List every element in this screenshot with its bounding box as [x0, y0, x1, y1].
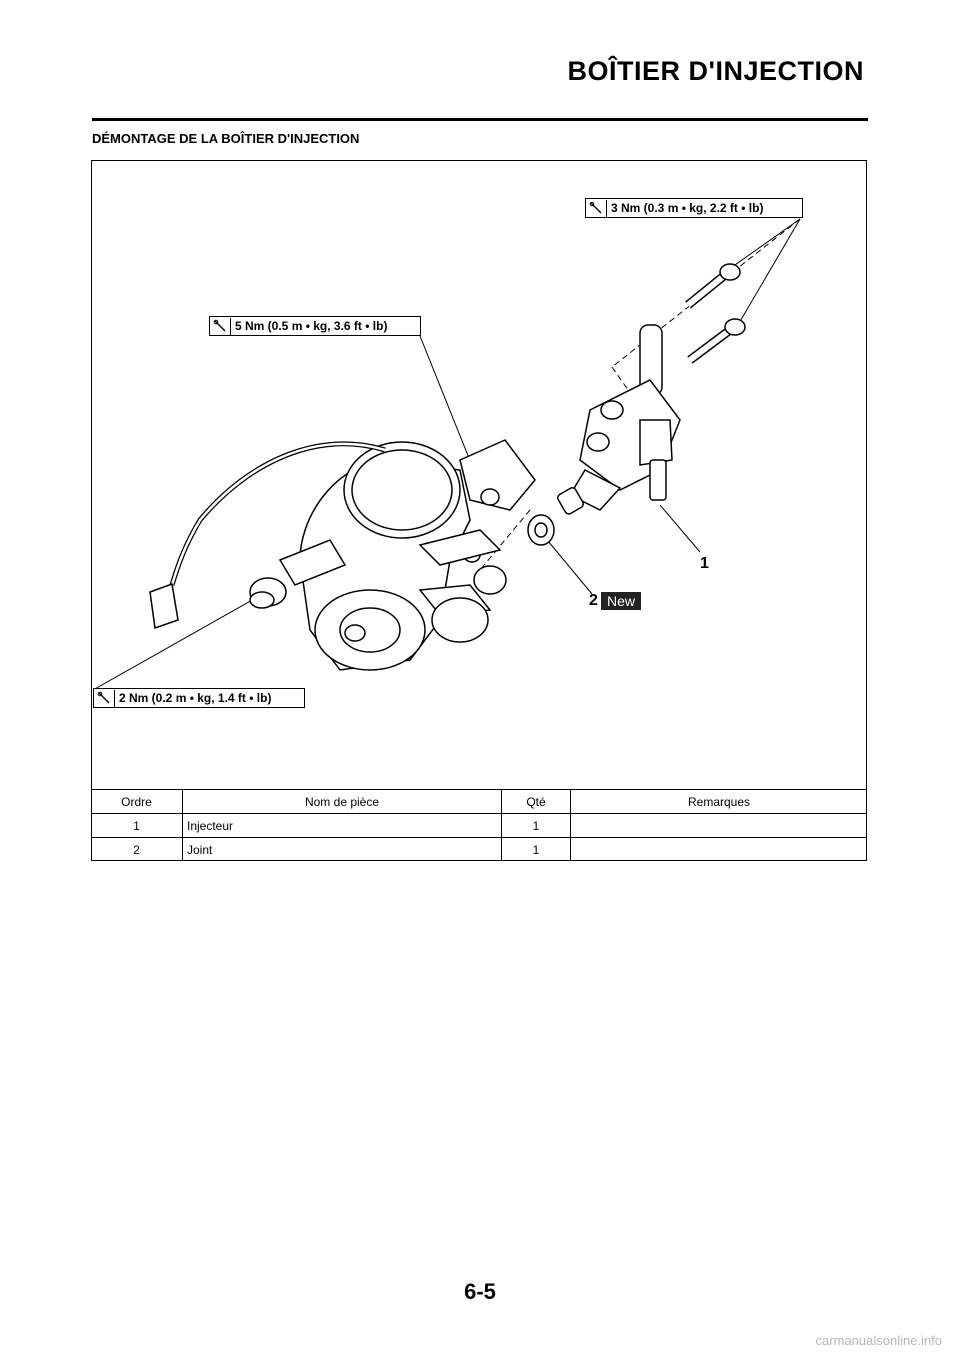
torque-value: 3 Nm (0.3 m • kg, 2.2 ft • lb) — [611, 201, 764, 215]
column-header-name: Nom de pièce — [182, 789, 502, 814]
column-header-qty: Qté — [501, 789, 571, 814]
torque-wrench-icon — [586, 199, 607, 217]
cell-remarks — [570, 837, 867, 861]
table-row: 1 Injecteur 1 — [91, 813, 867, 838]
torque-wrench-icon — [210, 317, 231, 335]
cell-qty: 1 — [501, 837, 571, 861]
torque-spec-box: 2 Nm (0.2 m • kg, 1.4 ft • lb) — [93, 688, 305, 708]
cell-qty: 1 — [501, 813, 571, 838]
throttle-body-illustration — [92, 218, 801, 691]
cell-remarks — [570, 813, 867, 838]
table-header-row: Ordre Nom de pièce Qté Remarques — [91, 789, 867, 814]
column-header-remarks: Remarques — [570, 789, 867, 814]
cell-name: Joint — [182, 837, 502, 861]
throttle-body — [249, 439, 536, 671]
parts-table: Ordre Nom de pièce Qté Remarques 1 Injec… — [91, 789, 867, 861]
leader-line — [724, 218, 801, 273]
header-divider — [92, 118, 868, 121]
page-title: BOÎTIER D'INJECTION — [567, 56, 864, 86]
new-part-badge: New — [601, 592, 642, 610]
leader-line — [547, 540, 593, 595]
connector — [149, 582, 179, 630]
callout-1: 1 — [700, 555, 709, 572]
cell-order: 2 — [91, 837, 183, 861]
page-number: 6-5 — [464, 1279, 496, 1304]
injector — [557, 324, 681, 515]
torque-spec-box: 3 Nm (0.3 m • kg, 2.2 ft • lb) — [585, 198, 803, 218]
column-header-order: Ordre — [91, 789, 183, 814]
leader-line — [659, 504, 701, 553]
torque-value: 2 Nm (0.2 m • kg, 1.4 ft • lb) — [119, 691, 272, 705]
bolt — [687, 318, 746, 364]
cell-name: Injecteur — [182, 813, 502, 838]
leader-line — [479, 509, 531, 571]
gasket — [527, 514, 555, 546]
bolt — [685, 263, 741, 309]
section-title: DÉMONTAGE DE LA BOÎTIER D'INJECTION — [92, 131, 360, 146]
leader-line — [734, 218, 801, 331]
torque-wrench-icon — [94, 689, 115, 707]
callout-2: 2 — [589, 592, 598, 609]
cell-order: 1 — [91, 813, 183, 838]
table-row: 2 Joint 1 — [91, 837, 867, 861]
torque-spec-box: 5 Nm (0.5 m • kg, 3.6 ft • lb) — [209, 316, 421, 336]
torque-value: 5 Nm (0.5 m • kg, 3.6 ft • lb) — [235, 319, 388, 333]
watermark: carmanualsonline.info — [815, 1333, 942, 1348]
leader-line — [92, 589, 271, 691]
